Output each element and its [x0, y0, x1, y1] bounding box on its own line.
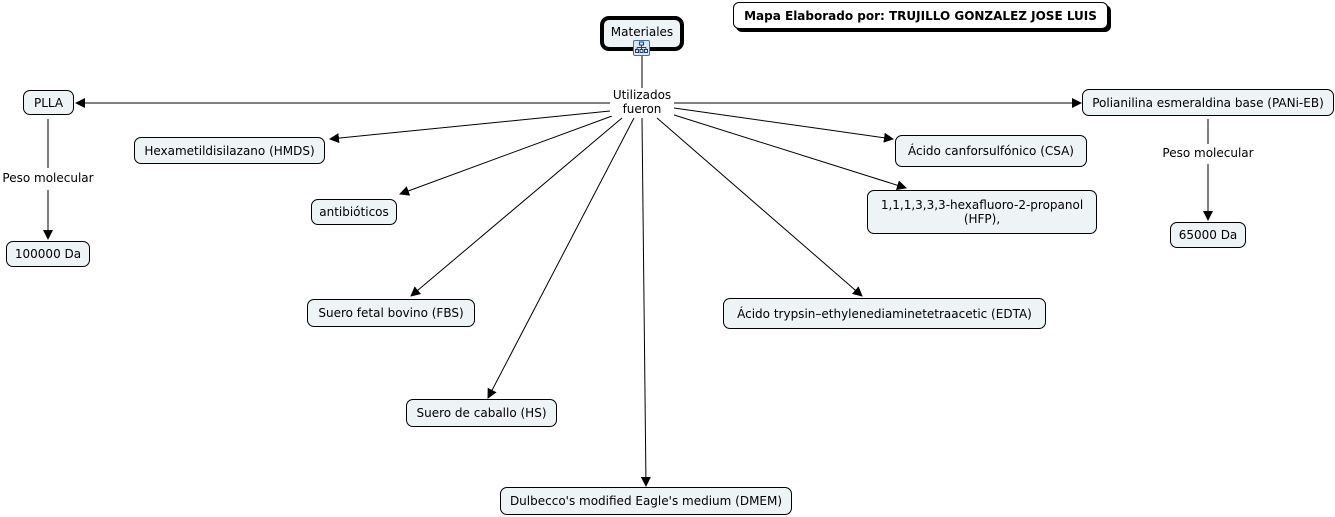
concept-edta[interactable]: Ácido trypsin–ethylenediaminetetraacetic…: [723, 298, 1046, 329]
linking-phrase-peso-molecular-right: Peso molecular: [1162, 146, 1254, 160]
root-concept-label: Materiales: [610, 24, 674, 39]
edge-hmds: [329, 110, 611, 144]
edge-fbs: [410, 117, 623, 297]
edge-dmem: [640, 117, 651, 487]
concept-plla-weight[interactable]: 100000 Da: [6, 241, 90, 267]
concept-pani-weight[interactable]: 65000 Da: [1170, 222, 1246, 248]
concept-hs[interactable]: Suero de caballo (HS): [406, 399, 557, 427]
edge-hs: [487, 117, 635, 399]
edge-edta: [656, 117, 863, 297]
concept-fbs[interactable]: Suero fetal bovino (FBS): [307, 299, 475, 327]
concept-plla[interactable]: PLLA: [23, 90, 74, 115]
concept-map-icon[interactable]: [633, 40, 650, 56]
concept-hfp[interactable]: 1,1,1,3,3,3-hexafluoro-2-propanol (HFP),: [867, 190, 1097, 234]
author-credit: Mapa Elaborado por: TRUJILLO GONZALEZ JO…: [733, 2, 1108, 29]
linking-phrase-peso-molecular-left: Peso molecular: [2, 171, 94, 185]
concept-pani[interactable]: Polianilina esmeraldina base (PANi-EB): [1082, 89, 1334, 116]
edge-hfp: [670, 113, 907, 191]
concept-antibiotics[interactable]: antibióticos: [311, 199, 397, 225]
concept-dmem[interactable]: Dulbecco's modified Eagle's medium (DMEM…: [500, 487, 792, 515]
edge-csa: [673, 107, 894, 143]
concept-csa[interactable]: Ácido canforsulfónico (CSA): [895, 135, 1087, 167]
linking-phrase-utilizados-fueron: Utilizados fueron: [610, 88, 674, 116]
edge-antibiotics: [399, 115, 613, 196]
concept-hmds[interactable]: Hexametildisilazano (HMDS): [134, 137, 325, 164]
